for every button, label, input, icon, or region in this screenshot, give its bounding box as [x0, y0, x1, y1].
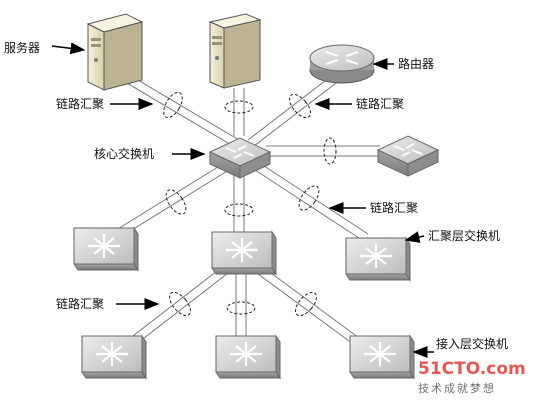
links	[99, 69, 380, 353]
server-label: 服务器	[4, 40, 40, 55]
server-left	[86, 13, 144, 91]
router-icon	[309, 44, 375, 84]
watermark-site: 51CTO.com	[418, 359, 526, 379]
link-aggregation-label: 链路汇聚	[56, 296, 104, 311]
core-switch	[209, 137, 271, 179]
switch-icon	[344, 236, 412, 282]
switch-icon	[377, 135, 439, 177]
router	[309, 44, 375, 84]
peer-switch-right	[377, 135, 439, 177]
aggregation-switch-center	[210, 230, 278, 276]
link-aggregation-label: 链路汇聚	[356, 96, 404, 111]
server-tower-icon	[86, 13, 144, 91]
switch-icon	[214, 334, 282, 380]
link-aggregation-label: 链路汇聚	[370, 200, 418, 215]
aggregation-switch-right	[344, 236, 412, 282]
access-switch-left	[80, 334, 148, 380]
switch-icon	[209, 137, 271, 179]
pointer-arrow-icon	[51, 42, 86, 55]
link-aggregation-label: 链路汇聚	[56, 96, 104, 111]
core-switch-label: 核心交换机	[94, 146, 154, 161]
pointer-arrow-icon	[404, 231, 425, 243]
server-center	[208, 13, 262, 89]
pointer-arrows	[51, 42, 434, 358]
access-switch-center	[214, 334, 282, 380]
switch-icon	[348, 334, 416, 380]
switch-icon	[72, 226, 140, 272]
switch-icon	[210, 230, 278, 276]
aggregation-switch-left	[72, 226, 140, 272]
watermark-slogan: 技术成就梦想	[418, 381, 496, 395]
aggregation-ellipses	[163, 91, 337, 317]
switch-icon	[80, 334, 148, 380]
access-switch-right	[348, 334, 416, 380]
access-switch-label: 接入层交换机	[436, 336, 508, 351]
aggregation-switch-label: 汇聚层交换机	[428, 228, 500, 243]
server-tower-icon	[208, 13, 262, 89]
router-label: 路由器	[398, 56, 434, 71]
